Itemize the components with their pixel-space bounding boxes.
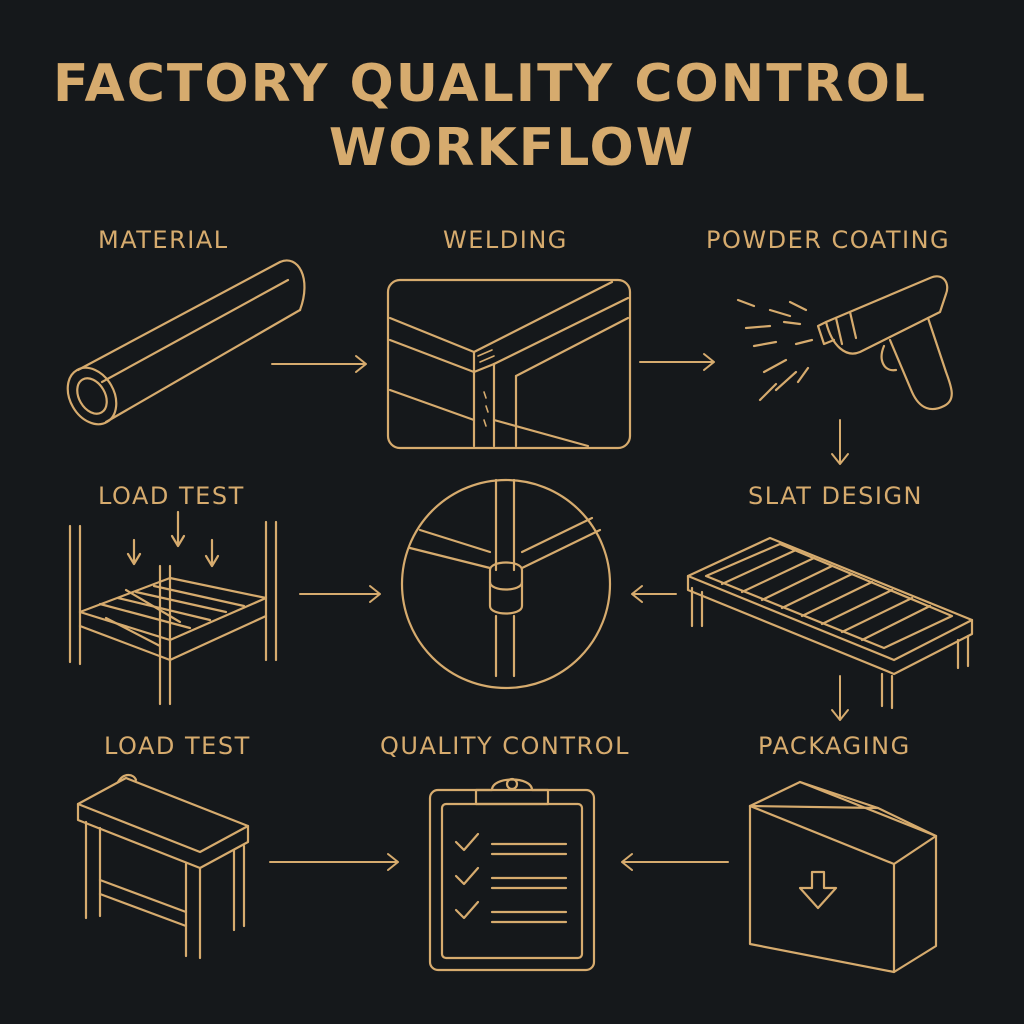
arrow-coating-to-slat (832, 420, 848, 464)
slat-bed-icon (688, 538, 972, 708)
arrow-material-to-welding (272, 356, 366, 372)
step-label-packaging: PACKAGING (758, 732, 911, 760)
arrow-bench-to-qc (270, 854, 398, 870)
step-label-welding: WELDING (443, 226, 568, 254)
arrow-loadtest-to-joint (300, 586, 380, 602)
step-label-load-test-2: LOAD TEST (104, 732, 251, 760)
weld-joint-icon (388, 280, 630, 448)
arrow-welding-to-coating (640, 354, 714, 370)
arrow-packaging-to-qc (622, 854, 728, 870)
step-label-powder-coating: POWDER COATING (706, 226, 951, 254)
clipboard-checklist-icon (430, 779, 594, 970)
step-label-material: MATERIAL (98, 226, 229, 254)
bench-icon (78, 775, 248, 958)
load-frame-icon (70, 512, 276, 704)
diagram-title-line-2: WORKFLOW (328, 118, 696, 178)
box-icon (750, 782, 936, 972)
step-label-quality-control: QUALITY CONTROL (380, 732, 630, 760)
flow-arrows (270, 354, 848, 870)
joint-detail-icon (402, 480, 610, 688)
pipe-icon (58, 260, 305, 433)
arrow-slat-to-joint (632, 586, 676, 602)
arrow-slat-to-packaging (832, 676, 848, 720)
spray-gun-icon (738, 276, 952, 409)
diagram-title-line-1: FACTORY QUALITY CONTROL (52, 54, 928, 114)
step-label-slat-design: SLAT DESIGN (748, 482, 924, 510)
step-label-load-test-1: LOAD TEST (98, 482, 245, 510)
